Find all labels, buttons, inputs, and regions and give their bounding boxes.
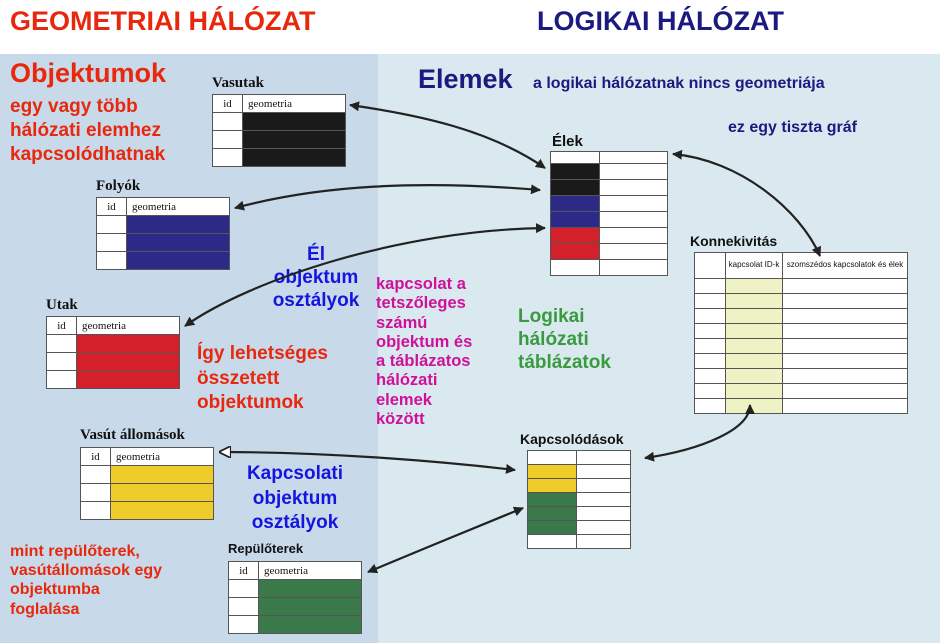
- elemek-title: Elemek: [418, 64, 513, 94]
- kapcsolati-line: objektum: [252, 487, 338, 509]
- table-cell: [527, 464, 577, 479]
- elek-table: [550, 151, 668, 276]
- logical-network-heading: LOGIKAI HÁLÓZAT: [537, 6, 784, 36]
- kapcsolat-line: hálózati: [376, 371, 438, 390]
- elek-table-title: Élek: [552, 133, 583, 150]
- objektumok-description: egy vagy több hálózati elemhez kapcsolód…: [10, 95, 165, 166]
- table-cell: [527, 492, 577, 507]
- mint-line: foglalása: [10, 600, 80, 618]
- col-geometria: geometria: [76, 316, 180, 335]
- table-cell: [782, 398, 908, 414]
- objektumok-title: Objektumok: [10, 58, 167, 88]
- table-cell: [550, 227, 600, 244]
- igy-line: objektumok: [197, 392, 304, 414]
- table-cell: [110, 483, 214, 502]
- mint-line: vasútállomások egy: [10, 562, 163, 580]
- kapcsolati-objektum-osztalyok: Kapcsolati objektum osztályok: [240, 462, 350, 536]
- table-cell: [258, 615, 362, 634]
- table-cell: [258, 597, 362, 616]
- logikai-line: hálózati: [518, 329, 589, 351]
- arrow-konnekt-kapcs: [644, 404, 755, 462]
- repuloterek-table-title: Repülőterek: [228, 541, 304, 556]
- kapcsolodasok-table: [527, 450, 631, 549]
- table-cell: [725, 278, 783, 294]
- utak-table-title: Utak: [46, 297, 78, 313]
- table-cell: [527, 520, 577, 535]
- table-cell: [110, 501, 214, 520]
- igy-line: összetett: [197, 367, 280, 389]
- mint-line: mint repülőterek,: [10, 543, 140, 560]
- kapcsolati-line: osztályok: [251, 512, 339, 534]
- table-cell: [242, 112, 346, 131]
- arrow-vasutak-elek: [349, 101, 546, 169]
- arrow-repuloterek-kapcs: [367, 506, 524, 574]
- table-cell: [576, 534, 631, 549]
- col-geometria: geometria: [242, 94, 346, 113]
- elemek-subtitle: a logikai hálózatnak nincs geometriája: [533, 75, 825, 92]
- kapcsolat-line: a táblázatos: [376, 352, 471, 371]
- arrow-elek-konnekt: [672, 149, 822, 257]
- table-cell: [76, 352, 180, 371]
- arrow-allomasok-kapcs: [220, 452, 515, 470]
- table-cell: [76, 370, 180, 389]
- objektumok-line: egy vagy több: [10, 96, 138, 117]
- table-cell: [725, 353, 783, 369]
- table-cell: [550, 179, 600, 196]
- objektumok-line: kapcsolódhatnak: [10, 143, 166, 165]
- repuloterek-note: mint repülőterek, vasútállomások egy obj…: [10, 542, 162, 619]
- table-cell: [550, 163, 600, 180]
- folyok-table-title: Folyók: [96, 178, 141, 194]
- allomasok-table-title: Vasút állomások: [80, 427, 185, 443]
- kapcsolodasok-table-title: Kapcsolódások: [520, 431, 624, 447]
- kapcsolat-line: objektum és: [376, 332, 473, 351]
- arrow-utak-elek: [184, 223, 546, 327]
- logikai-line: táblázatok: [518, 352, 611, 374]
- vasutak-table-title: Vasutak: [212, 75, 264, 91]
- kapcsolat-line: között: [376, 410, 425, 429]
- table-cell: [725, 383, 783, 399]
- igy-line: Így lehetséges: [197, 343, 328, 364]
- table-cell: [599, 259, 668, 276]
- osszetett-objektumok-text: Így lehetséges összetett objektumok: [197, 342, 328, 416]
- kapcsolat-line: elemek: [376, 390, 432, 409]
- geometric-network-heading: GEOMETRIAI HÁLÓZAT: [10, 6, 316, 36]
- table-cell: [527, 506, 577, 521]
- table-cell: [725, 293, 783, 309]
- objektumok-line: hálózati elemhez: [10, 119, 161, 141]
- table-cell: [242, 148, 346, 167]
- tiszta-graf-text: ez egy tiszta gráf: [728, 119, 857, 136]
- mint-line: objektumba: [10, 581, 100, 599]
- arrow-folyok-elek: [234, 184, 541, 211]
